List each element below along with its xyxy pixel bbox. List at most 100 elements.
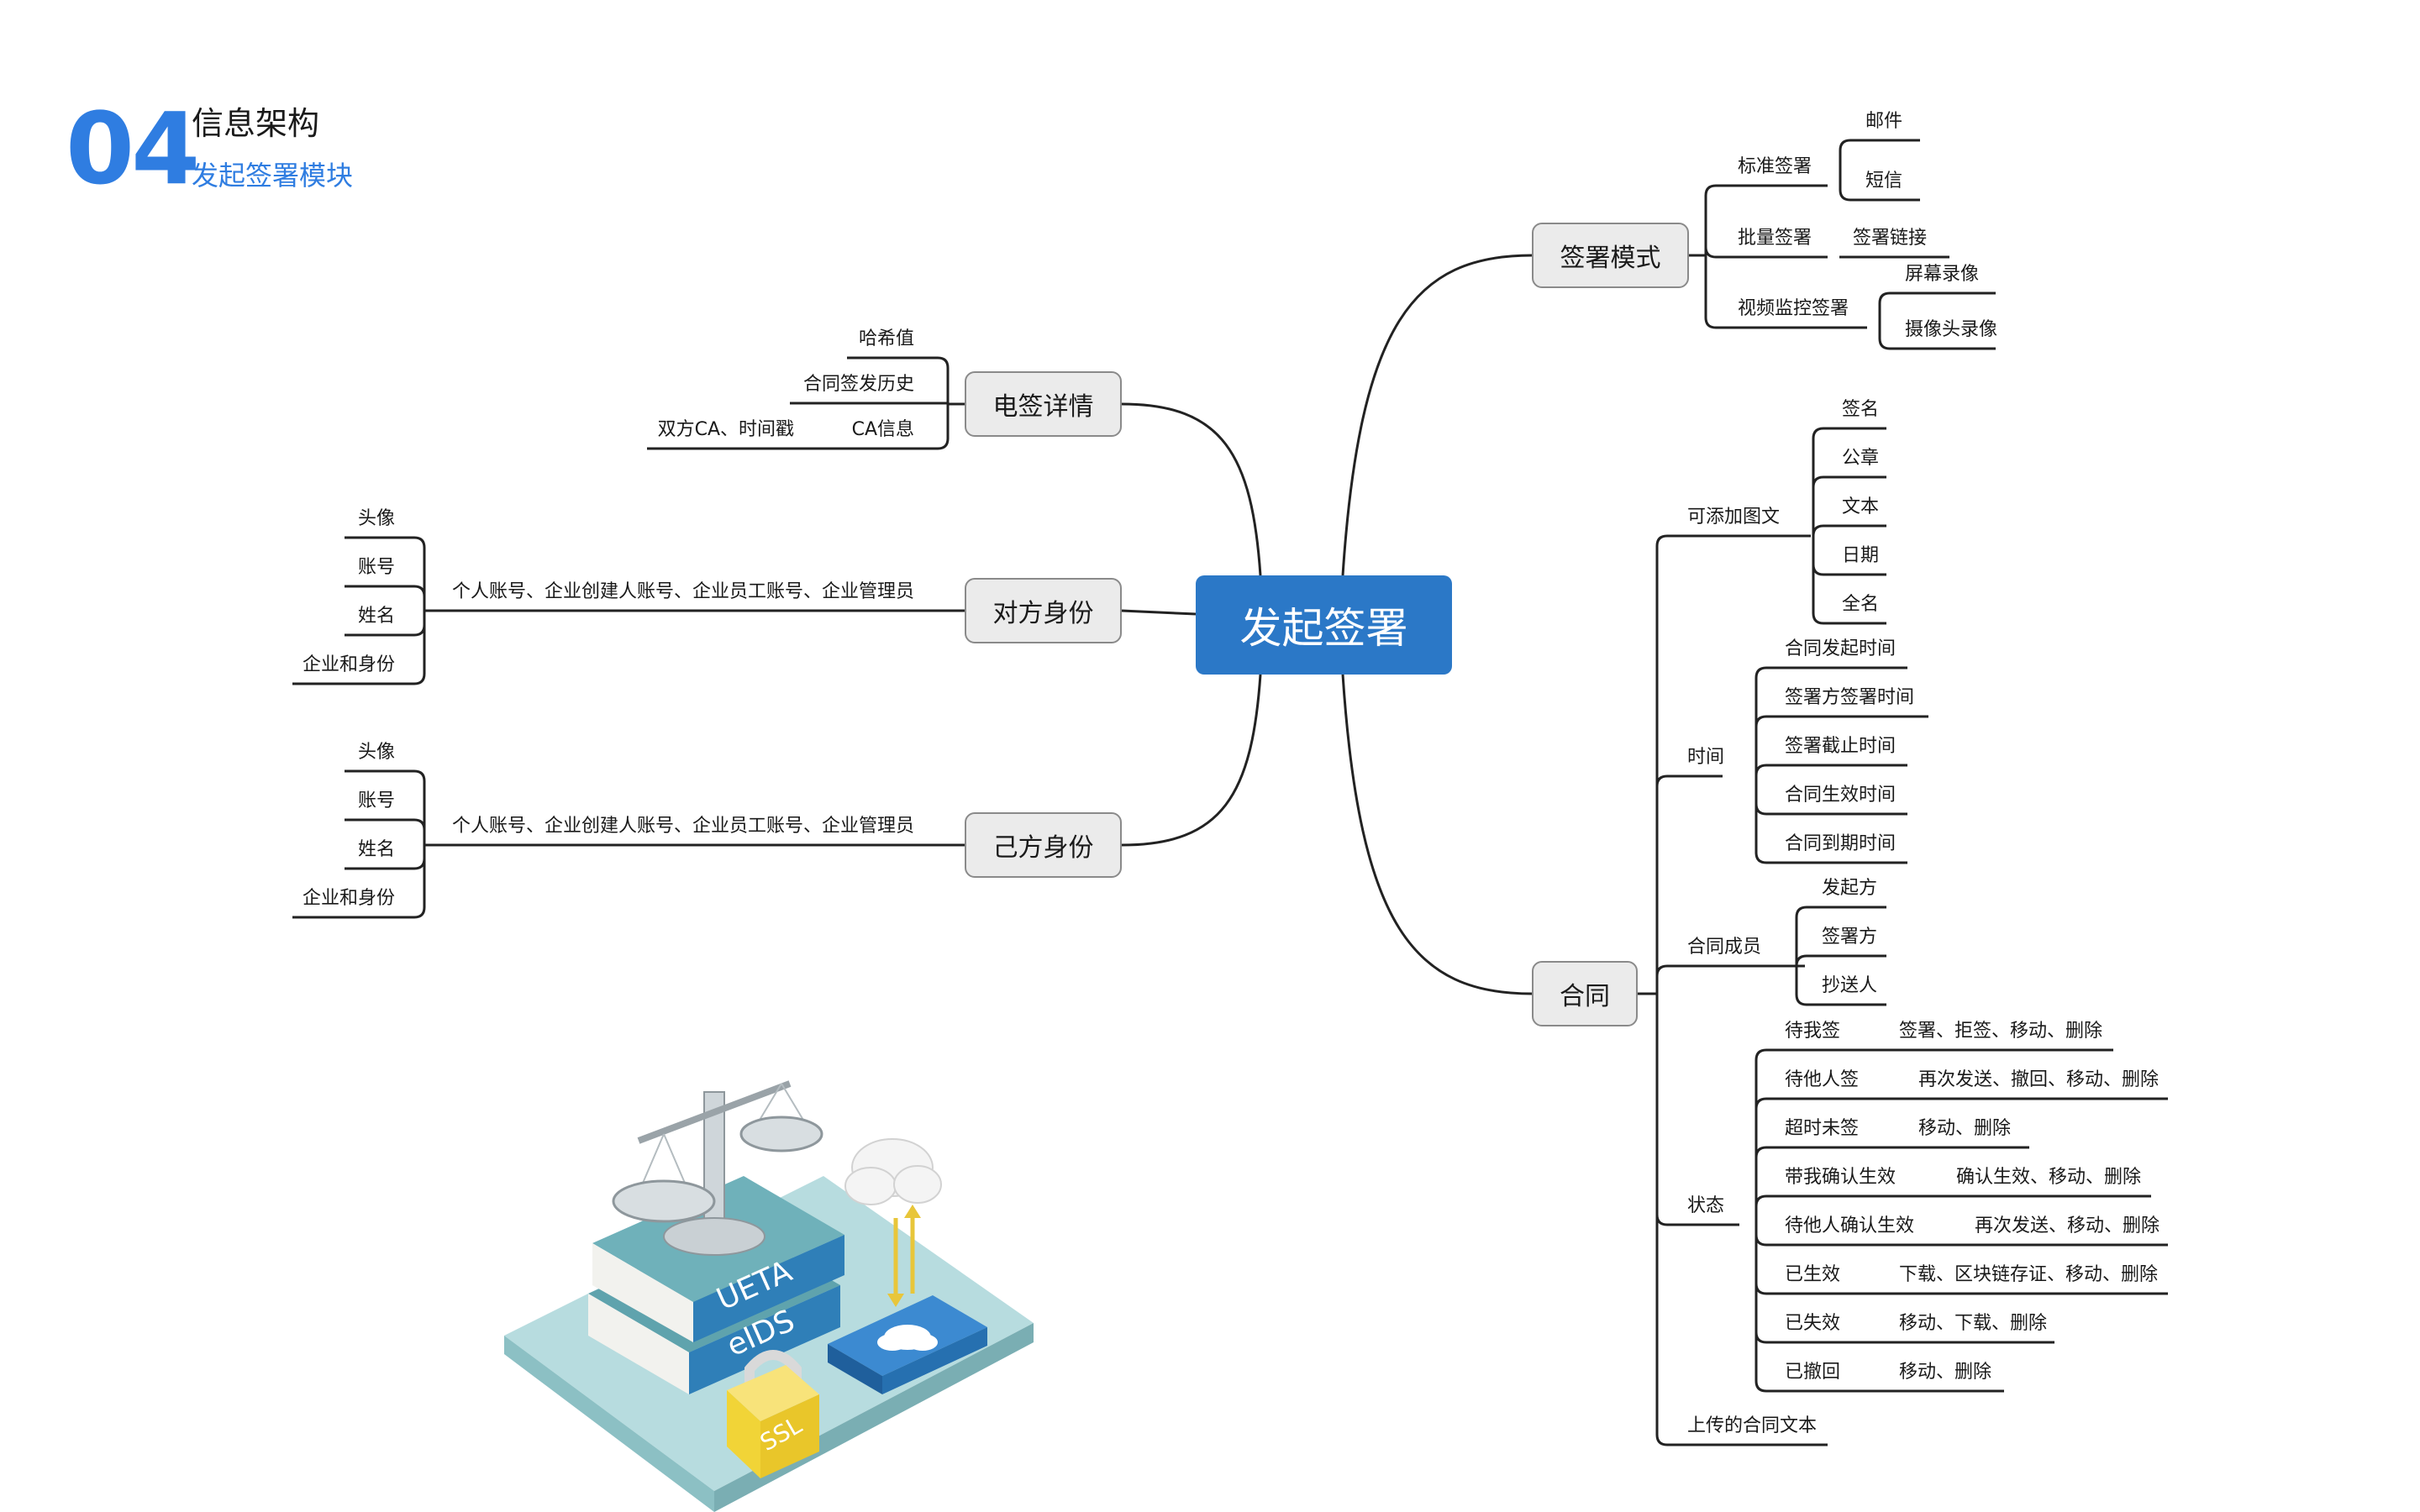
connector-line bbox=[1878, 291, 1891, 304]
level2-label: CA信息 bbox=[851, 419, 914, 440]
connector-line bbox=[413, 818, 426, 831]
level3-label: 双方CA、时间戳 bbox=[657, 419, 794, 440]
connector-line bbox=[1839, 189, 1852, 202]
status-action-label: 再次发送、移动、删除 bbox=[1975, 1215, 2160, 1236]
identity-field-label: 企业和身份 bbox=[302, 888, 395, 909]
connector-line bbox=[1812, 612, 1825, 625]
section-number: 04 bbox=[66, 91, 200, 207]
identity-field-label: 头像 bbox=[357, 508, 395, 529]
level3-label: 摄像头录像 bbox=[1905, 319, 1998, 340]
level3-label: 屏幕录像 bbox=[1905, 264, 1980, 285]
connector-line bbox=[1754, 764, 1768, 776]
level3-label: 待他人确认生效 bbox=[1785, 1215, 1915, 1236]
connector-line bbox=[1754, 1194, 1768, 1207]
level3-label: 签署链接 bbox=[1853, 228, 1928, 249]
connector-line bbox=[1754, 715, 1768, 727]
section-subtitle: 发起签署模块 bbox=[192, 160, 354, 192]
connector-line bbox=[1795, 994, 1808, 1006]
connector-line bbox=[413, 536, 426, 549]
branch-node-b3[interactable]: 电签详情 bbox=[965, 371, 1122, 437]
connector-line bbox=[1812, 564, 1825, 576]
level2-label: 时间 bbox=[1687, 747, 1725, 768]
root-branch-curve bbox=[1341, 674, 1533, 995]
connector-line bbox=[1655, 774, 1669, 787]
level2-label: 哈希值 bbox=[858, 328, 914, 349]
account-types-label: 个人账号、企业创建人账号、企业员工账号、企业管理员 bbox=[451, 816, 914, 837]
connector-line bbox=[1812, 427, 1825, 439]
connector-line bbox=[1754, 1380, 1768, 1393]
connector-line bbox=[1754, 1048, 1768, 1061]
connector-line bbox=[1795, 954, 1808, 967]
status-action-label: 下载、区块链存证、移动、删除 bbox=[1899, 1264, 2159, 1285]
identity-field-label: 姓名 bbox=[357, 839, 395, 860]
branch-node-b4[interactable]: 对方身份 bbox=[965, 578, 1122, 643]
status-action-label: 移动、下载、删除 bbox=[1899, 1313, 2048, 1334]
identity-field-label: 企业和身份 bbox=[302, 654, 395, 675]
level3-label: 发起方 bbox=[1822, 878, 1878, 899]
connector-line bbox=[1812, 475, 1825, 488]
status-action-label: 再次发送、撤回、移动、删除 bbox=[1918, 1069, 2160, 1090]
connector-line bbox=[1754, 1097, 1768, 1110]
connector-line bbox=[1754, 1234, 1768, 1247]
connector-line bbox=[1754, 666, 1768, 679]
status-action-label: 移动、删除 bbox=[1899, 1362, 1992, 1383]
level2-label: 状态 bbox=[1687, 1195, 1725, 1216]
account-types-label: 个人账号、企业创建人账号、企业员工账号、企业管理员 bbox=[451, 581, 914, 602]
identity-field-label: 姓名 bbox=[357, 606, 395, 627]
root-branch-curve bbox=[1121, 609, 1197, 616]
level3-label: 日期 bbox=[1842, 545, 1880, 566]
root-branch-curve bbox=[1121, 674, 1262, 847]
branch-node-b2[interactable]: 合同 bbox=[1532, 961, 1638, 1026]
level3-label: 邮件 bbox=[1865, 111, 1903, 132]
connector-line bbox=[1655, 534, 1669, 547]
root-node[interactable]: 发起签署 bbox=[1196, 575, 1452, 675]
level2-label: 上传的合同文本 bbox=[1687, 1415, 1818, 1436]
branch-node-b1[interactable]: 签署模式 bbox=[1532, 223, 1689, 288]
connector-line bbox=[413, 858, 426, 870]
connector-line bbox=[413, 906, 426, 919]
branch-node-b5[interactable]: 己方身份 bbox=[965, 812, 1122, 878]
connector-line bbox=[1655, 1214, 1669, 1226]
identity-field-label: 账号 bbox=[357, 790, 395, 811]
level3-label: 待我签 bbox=[1785, 1021, 1841, 1042]
connector-line bbox=[1655, 1434, 1669, 1446]
connector-line bbox=[413, 769, 426, 782]
level3-label: 合同生效时间 bbox=[1785, 785, 1897, 806]
connector-line bbox=[1754, 852, 1768, 864]
connector-line bbox=[413, 673, 426, 685]
level2-label: 视频监控签署 bbox=[1738, 298, 1849, 319]
root-branch-curve bbox=[1341, 254, 1533, 576]
level3-label: 公章 bbox=[1842, 448, 1880, 469]
level3-label: 签署方签署时间 bbox=[1785, 687, 1915, 708]
section-title: 信息架构 bbox=[192, 105, 320, 142]
connector-line bbox=[936, 438, 950, 450]
connector-line bbox=[1754, 1146, 1768, 1158]
connector-line bbox=[413, 585, 426, 597]
level3-label: 签署方 bbox=[1822, 927, 1878, 948]
status-action-label: 确认生效、移动、删除 bbox=[1956, 1167, 2142, 1188]
level3-label: 抄送人 bbox=[1822, 975, 1878, 996]
level3-label: 签署截止时间 bbox=[1785, 736, 1897, 757]
level3-label: 待他人签 bbox=[1785, 1069, 1860, 1090]
level2-label: 标准签署 bbox=[1738, 156, 1812, 177]
level3-label: 合同到期时间 bbox=[1785, 833, 1897, 854]
connector-line bbox=[1754, 803, 1768, 816]
level3-label: 合同发起时间 bbox=[1785, 638, 1897, 659]
connector-line bbox=[1839, 139, 1852, 151]
root-branch-curve bbox=[1121, 402, 1262, 576]
identity-field-label: 头像 bbox=[357, 742, 395, 763]
connector-line bbox=[1704, 184, 1731, 197]
level3-label: 带我确认生效 bbox=[1785, 1167, 1897, 1188]
connector-line bbox=[936, 356, 950, 369]
level3-label: 签名 bbox=[1842, 399, 1880, 420]
level3-label: 短信 bbox=[1865, 171, 1903, 192]
level3-label: 文本 bbox=[1842, 496, 1880, 517]
connector-line bbox=[1704, 246, 1731, 259]
level2-label: 合同签发历史 bbox=[802, 374, 914, 395]
level3-label: 全名 bbox=[1842, 594, 1880, 615]
status-action-label: 移动、删除 bbox=[1918, 1118, 2012, 1139]
connector-line bbox=[1754, 1331, 1768, 1344]
status-action-label: 签署、拒签、移动、删除 bbox=[1899, 1021, 2103, 1042]
